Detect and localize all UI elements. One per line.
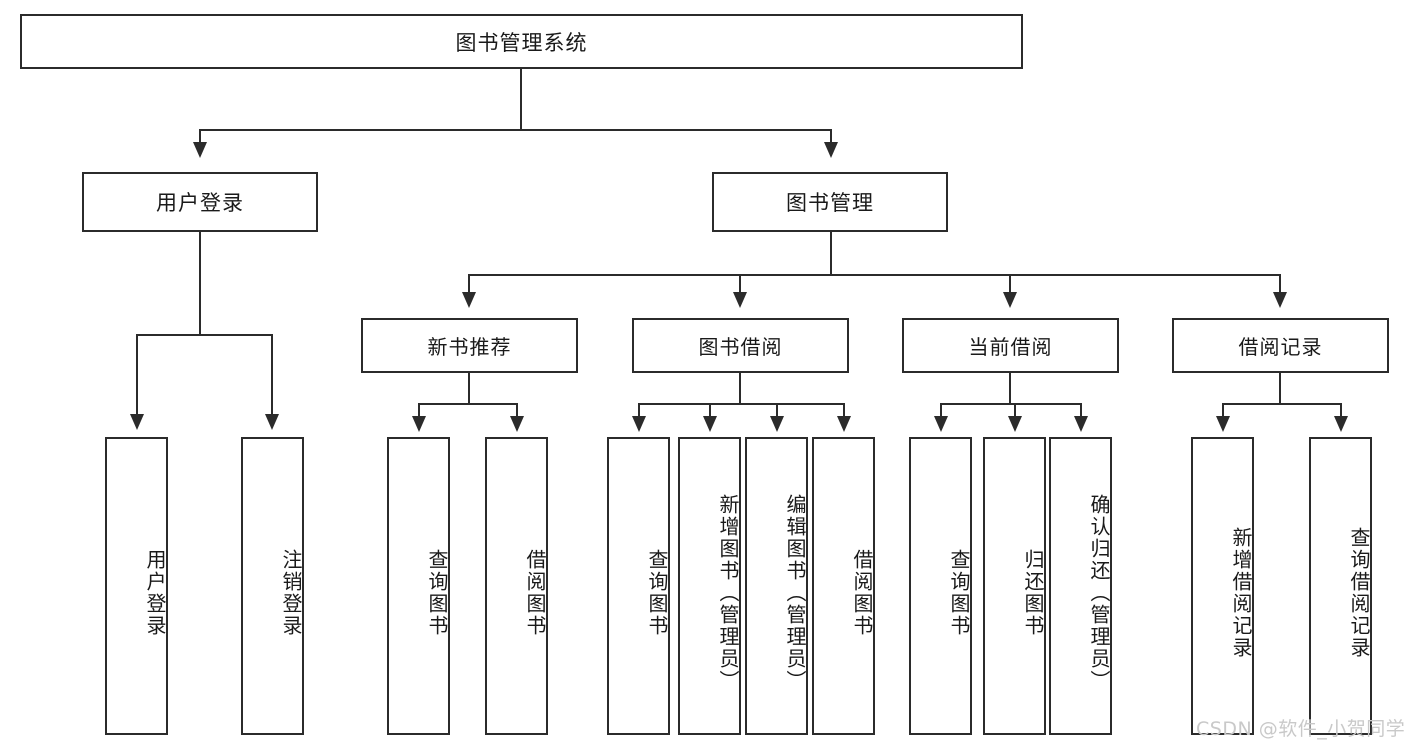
arrow-root-to-book-mgmt: [824, 142, 838, 158]
leaf-confirm-return-admin[interactable]: 确认归还（管理员）: [1049, 437, 1112, 735]
edge-borrow-to-leaf-2: [709, 403, 711, 421]
arrow-borrow-to-leaf-1: [632, 416, 646, 432]
leaf-query-books-current[interactable]: 查询图书: [909, 437, 972, 735]
edge-borrow-to-leaf-1: [638, 403, 640, 421]
node-label: 借阅图书: [850, 549, 874, 637]
node-label: 查询图书: [947, 549, 971, 637]
arrow-user-login-to-leaf-2: [265, 414, 279, 430]
edge-current-to-leaf-2: [1014, 403, 1016, 421]
node-label: 用户登录: [143, 549, 167, 637]
leaf-query-borrow-record[interactable]: 查询借阅记录: [1309, 437, 1372, 735]
node-label: 新书推荐: [427, 335, 512, 359]
edge-root-bus: [199, 129, 831, 131]
leaf-logout[interactable]: 注销登录: [241, 437, 304, 735]
node-borrow-records[interactable]: 借阅记录: [1172, 318, 1389, 373]
arrow-root-to-user-login: [193, 142, 207, 158]
edge-user-login-to-leaf-2: [271, 334, 273, 420]
edge-records-to-leaf-2: [1340, 403, 1342, 421]
node-book-management[interactable]: 图书管理: [712, 172, 948, 232]
leaf-borrow-books-recommend[interactable]: 借阅图书: [485, 437, 548, 735]
arrow-borrow-to-leaf-2: [703, 416, 717, 432]
edge-current-to-leaf-3: [1080, 403, 1082, 421]
csdn-watermark: CSDN @软件_小贺同学: [1196, 718, 1405, 740]
edge-root-to-user-login: [199, 129, 201, 149]
arrow-book-mgmt-to-new-books: [462, 292, 476, 308]
leaf-borrow-book[interactable]: 借阅图书: [812, 437, 875, 735]
edge-user-login-bus: [136, 334, 272, 336]
node-label: 查询图书: [645, 549, 669, 637]
arrow-book-mgmt-to-current: [1003, 292, 1017, 308]
edge-book-mgmt-stem: [830, 232, 832, 275]
leaf-add-book-admin[interactable]: 新增图书（管理员）: [678, 437, 741, 735]
edge-book-mgmt-to-borrow: [739, 274, 741, 300]
leaf-add-borrow-record[interactable]: 新增借阅记录: [1191, 437, 1254, 735]
edge-book-mgmt-to-records: [1279, 274, 1281, 300]
node-label: 图书管理系统: [455, 30, 588, 55]
leaf-query-books-borrow[interactable]: 查询图书: [607, 437, 670, 735]
edge-user-login-to-leaf-1: [136, 334, 138, 420]
edge-new-books-to-leaf-1: [418, 403, 420, 421]
arrow-records-to-leaf-2: [1334, 416, 1348, 432]
node-label: 查询图书: [425, 549, 449, 637]
edge-book-mgmt-to-current: [1009, 274, 1011, 300]
arrow-borrow-to-leaf-3: [770, 416, 784, 432]
node-label: 确认归还（管理员）: [1087, 494, 1111, 692]
edge-root-stem: [520, 69, 522, 130]
leaf-return-book[interactable]: 归还图书: [983, 437, 1046, 735]
node-label: 新增借阅记录: [1229, 527, 1253, 659]
node-label: 借阅记录: [1238, 335, 1323, 359]
node-label: 图书借阅: [698, 335, 783, 359]
node-label: 借阅图书: [523, 549, 547, 637]
edge-new-books-to-leaf-2: [516, 403, 518, 421]
edge-records-stem: [1279, 373, 1281, 405]
edge-current-to-leaf-1: [940, 403, 942, 421]
edge-user-login-stem: [199, 232, 201, 336]
arrow-book-mgmt-to-records: [1273, 292, 1287, 308]
node-current-borrow[interactable]: 当前借阅: [902, 318, 1119, 373]
edge-borrow-bus: [638, 403, 844, 405]
node-label: 查询借阅记录: [1347, 527, 1371, 659]
leaf-edit-book-admin[interactable]: 编辑图书（管理员）: [745, 437, 808, 735]
edge-borrow-to-leaf-3: [776, 403, 778, 421]
arrow-book-mgmt-to-borrow: [733, 292, 747, 308]
edge-records-bus: [1222, 403, 1341, 405]
edge-new-books-stem: [468, 373, 470, 405]
node-label: 当前借阅: [968, 335, 1053, 359]
edge-current-bus: [940, 403, 1081, 405]
node-book-borrow[interactable]: 图书借阅: [632, 318, 849, 373]
node-label: 编辑图书（管理员）: [783, 494, 807, 692]
node-label: 用户登录: [156, 191, 244, 215]
arrow-borrow-to-leaf-4: [837, 416, 851, 432]
edge-records-to-leaf-1: [1222, 403, 1224, 421]
edge-new-books-bus: [418, 403, 518, 405]
arrow-current-to-leaf-3: [1074, 416, 1088, 432]
node-user-login[interactable]: 用户登录: [82, 172, 318, 232]
edge-current-stem: [1009, 373, 1011, 405]
edge-borrow-stem: [739, 373, 741, 405]
leaf-query-books-recommend[interactable]: 查询图书: [387, 437, 450, 735]
leaf-user-login[interactable]: 用户登录: [105, 437, 168, 735]
node-label: 归还图书: [1021, 549, 1045, 637]
node-label: 图书管理: [786, 191, 874, 215]
edge-book-mgmt-to-new-books: [468, 274, 470, 300]
edge-borrow-to-leaf-4: [843, 403, 845, 421]
arrow-records-to-leaf-1: [1216, 416, 1230, 432]
edge-book-mgmt-bus: [468, 274, 1281, 276]
node-label: 新增图书（管理员）: [716, 494, 740, 692]
node-label: 注销登录: [279, 549, 303, 637]
arrow-current-to-leaf-1: [934, 416, 948, 432]
arrow-user-login-to-leaf-1: [130, 414, 144, 430]
edge-root-to-book-mgmt: [830, 129, 832, 149]
node-root-system[interactable]: 图书管理系统: [20, 14, 1023, 69]
node-new-book-recommend[interactable]: 新书推荐: [361, 318, 578, 373]
arrow-new-books-to-leaf-1: [412, 416, 426, 432]
arrow-new-books-to-leaf-2: [510, 416, 524, 432]
arrow-current-to-leaf-2: [1008, 416, 1022, 432]
